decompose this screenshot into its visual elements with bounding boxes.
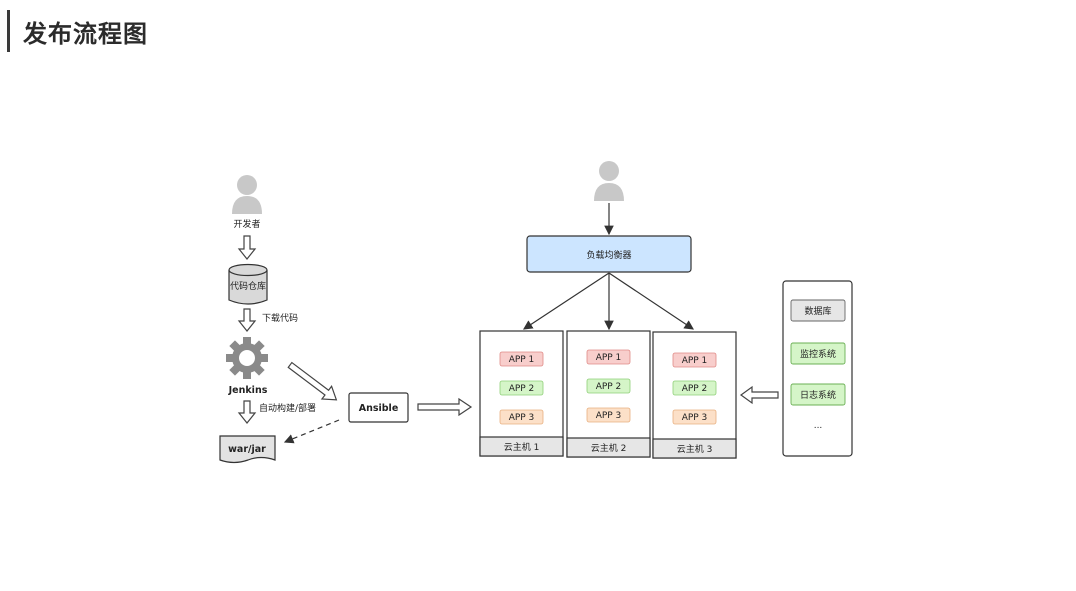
host-2-app-2: [586, 378, 631, 394]
monitoring-label: 监控系统: [800, 348, 836, 360]
page-header: 发布流程图: [7, 10, 148, 52]
host-3-app-2-label: APP 2: [682, 384, 708, 394]
database-box: [790, 299, 846, 322]
cloud-host-3: 云主机 3 APP 1 APP 2 APP 3: [652, 331, 737, 459]
jenkins-gear-icon: [226, 337, 268, 379]
load-balancer-box: [526, 235, 692, 273]
hollow-arrow-jenkins-to-artifact: [237, 400, 257, 424]
hollow-arrow-repo-to-jenkins: [237, 308, 257, 332]
ansible-box: [348, 392, 409, 423]
host-1-app-3: [499, 409, 544, 425]
dashed-arrow-ansible-to-artifact: [283, 419, 340, 444]
host-1-app-2: [499, 380, 544, 396]
download-code-label: 下载代码: [262, 312, 298, 324]
end-user-person-icon: [594, 161, 624, 201]
host-1-app-1-label: APP 1: [509, 355, 535, 365]
host-3-app-2: [672, 380, 717, 396]
host-2-app-2-label: APP 2: [596, 382, 622, 392]
logging-box: [790, 383, 846, 406]
page-title: 发布流程图: [23, 19, 148, 48]
host-1-app-1: [499, 351, 544, 367]
repository-label: 代码仓库: [230, 280, 266, 292]
services-panel: 数据库 监控系统 日志系统 ...: [782, 280, 853, 457]
cloud-host-2: 云主机 2 APP 1 APP 2 APP 3: [566, 330, 651, 458]
host-2-app-3: [586, 407, 631, 423]
database-label: 数据库: [804, 305, 831, 317]
hollow-arrow-developer-to-repo: [237, 235, 257, 260]
host-2-label: 云主机 2: [591, 442, 627, 454]
logging-label: 日志系统: [800, 389, 836, 401]
jenkins-label: Jenkins: [228, 385, 268, 396]
host-3-app-1-label: APP 1: [682, 356, 708, 366]
services-ellipsis: ...: [814, 421, 823, 431]
repository-cylinder-icon: [228, 263, 268, 305]
arrow-lb-to-host-3: [608, 272, 694, 330]
host-3-app-3: [672, 409, 717, 425]
host-1-label: 云主机 1: [504, 441, 540, 453]
hollow-arrow-jenkins-to-ansible: [287, 361, 338, 401]
load-balancer-label: 负载均衡器: [586, 249, 631, 261]
developer-person-icon: [232, 175, 262, 214]
host-3-label: 云主机 3: [677, 443, 713, 455]
host-2-app-1: [586, 349, 631, 365]
host-3-app-1: [672, 352, 717, 368]
monitoring-box: [790, 342, 846, 365]
host-3-app-3-label: APP 3: [682, 413, 708, 423]
build-deploy-label: 自动构建/部署: [259, 402, 316, 414]
hollow-arrow-ansible-to-hosts: [417, 397, 473, 417]
host-2-app-3-label: APP 3: [596, 411, 622, 421]
arrow-lb-to-host-1: [522, 272, 610, 330]
host-2-app-1-label: APP 1: [596, 353, 622, 363]
developer-label: 开发者: [233, 218, 260, 230]
cloud-host-1: 云主机 1 APP 1 APP 2 APP 3: [479, 330, 564, 457]
host-1-app-3-label: APP 3: [509, 413, 535, 423]
artifact-document-shape: [219, 435, 276, 464]
artifact-label: war/jar: [228, 444, 266, 455]
host-1-app-2-label: APP 2: [509, 384, 535, 394]
hollow-arrow-services-to-hosts: [739, 385, 779, 405]
ansible-label: Ansible: [359, 403, 399, 414]
